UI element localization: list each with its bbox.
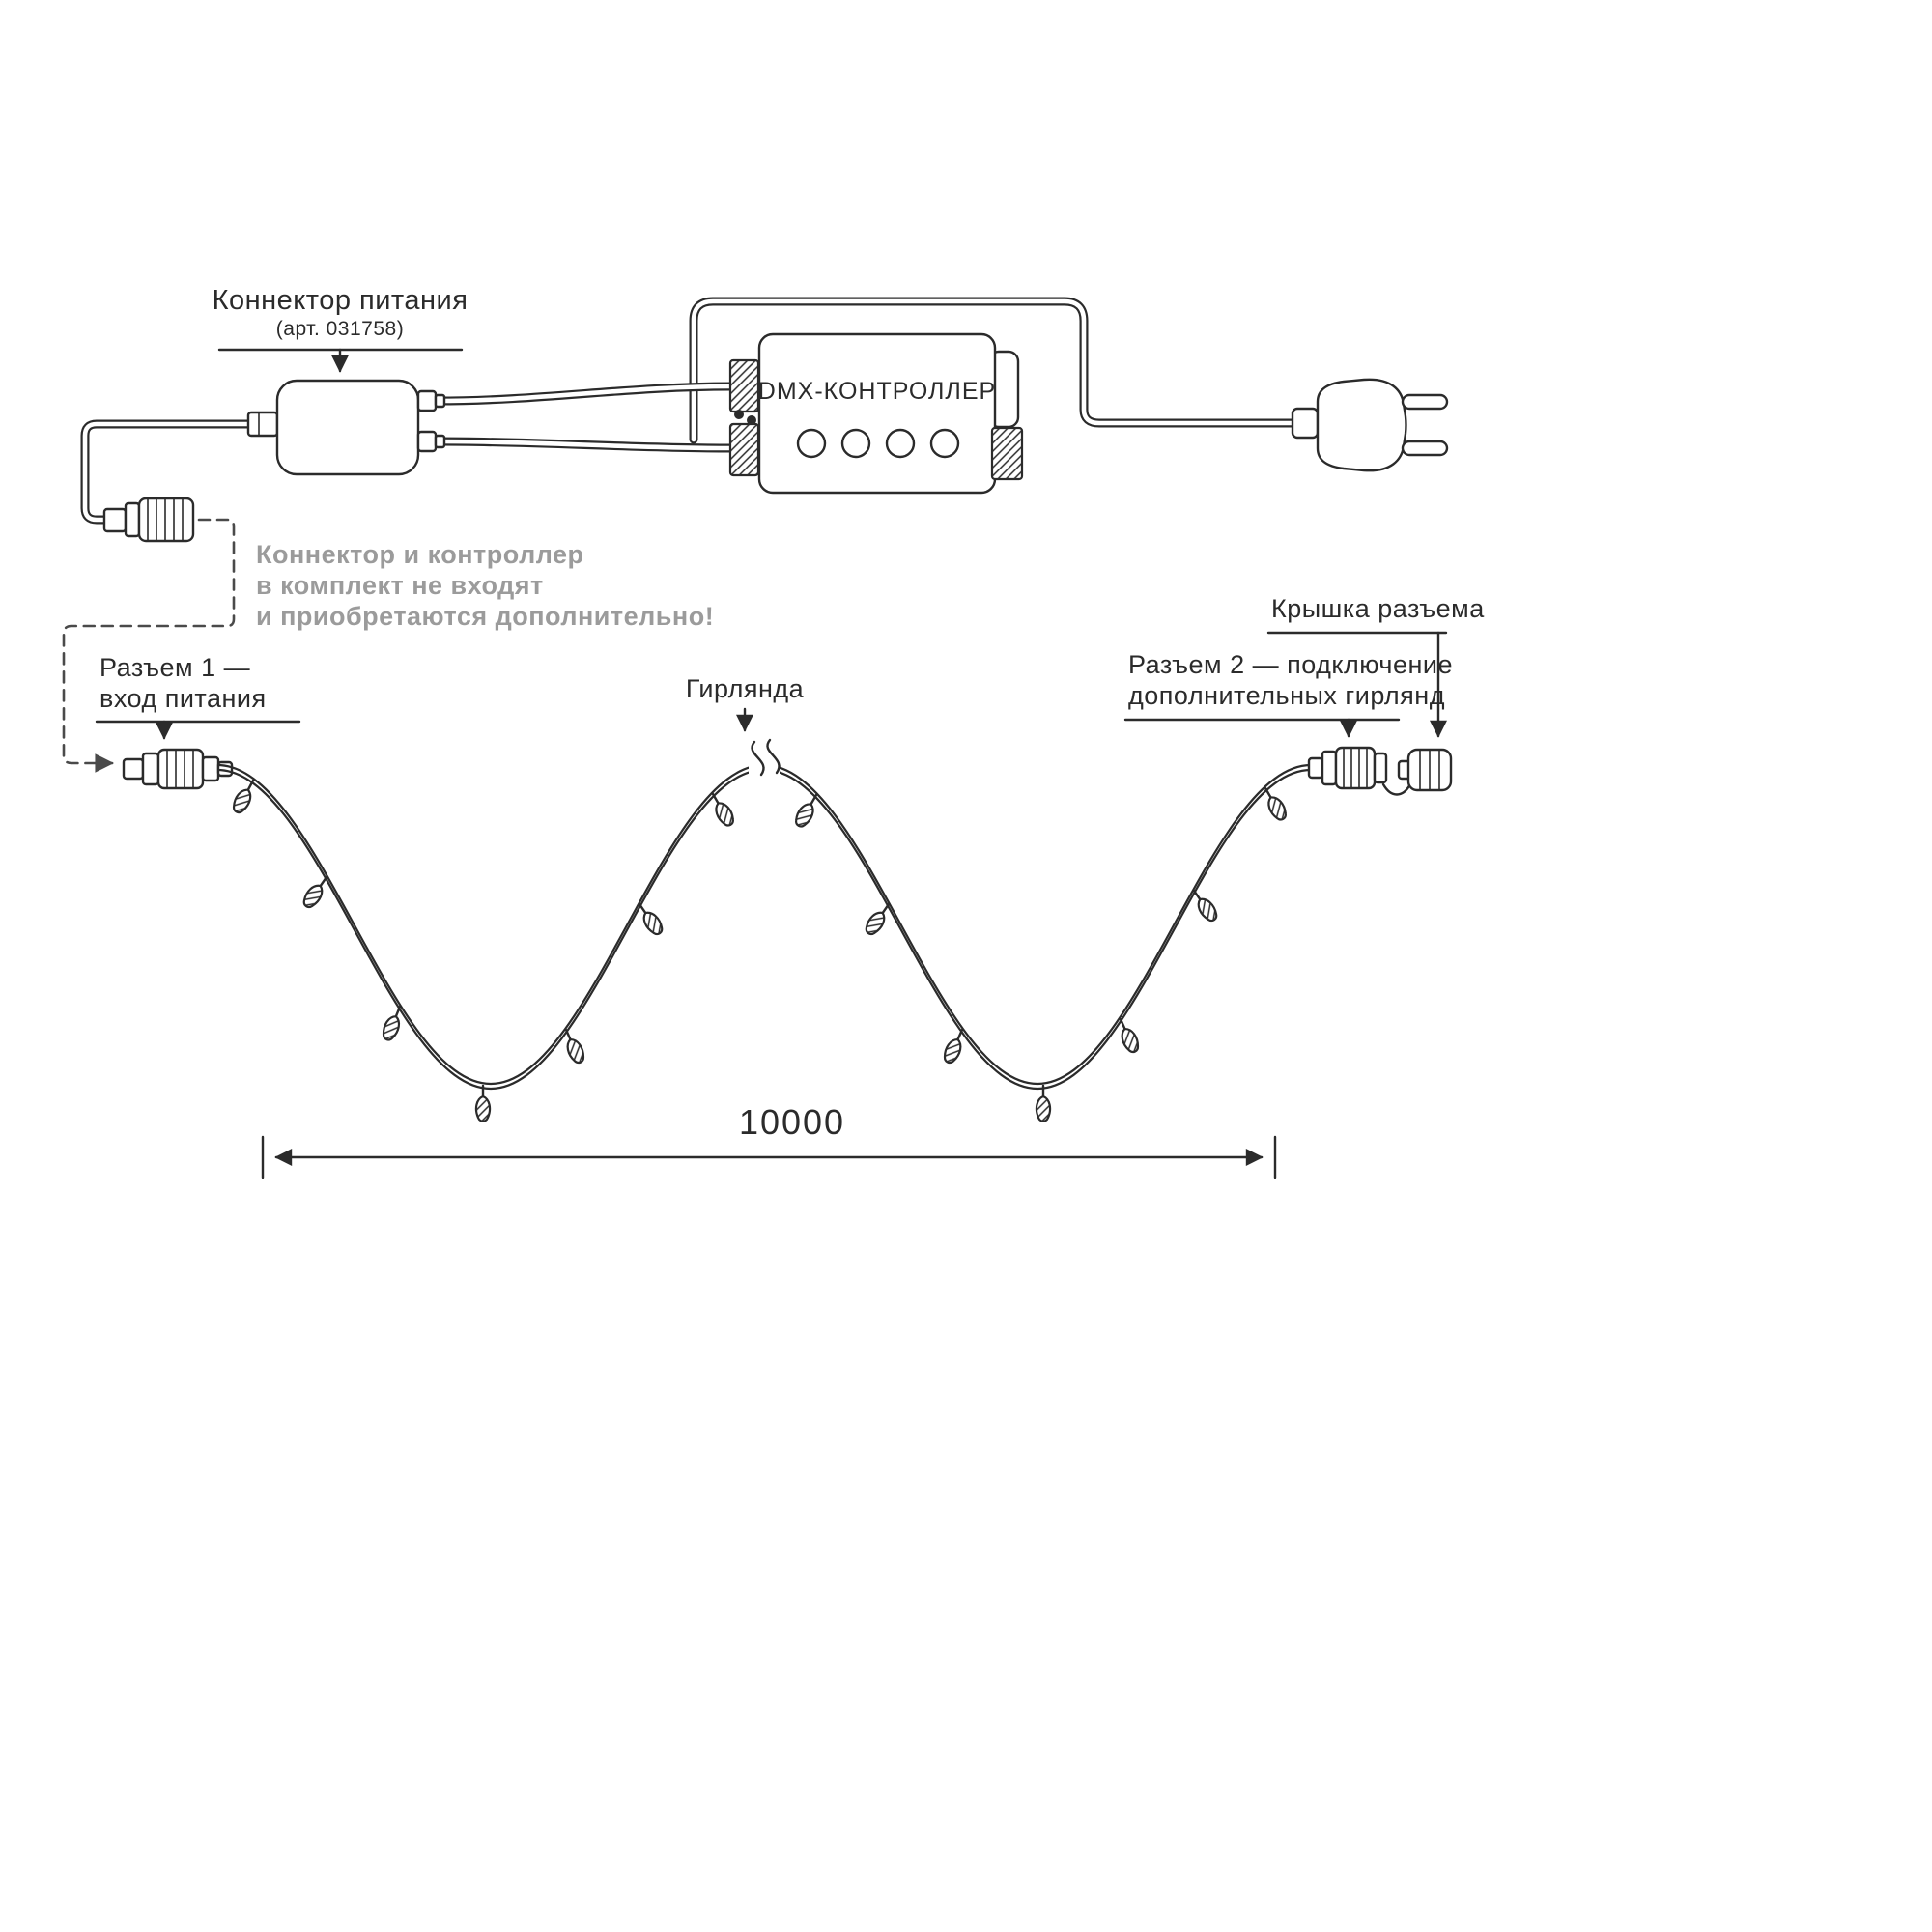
led-lamps bbox=[232, 779, 1287, 1122]
connector2-label-line2: дополнительных гирлянд bbox=[1128, 681, 1445, 710]
led-lamp bbox=[1119, 1017, 1140, 1054]
note-line-1: Коннектор и контроллер bbox=[256, 540, 584, 569]
terminal-block-bottom bbox=[728, 422, 760, 477]
controller-label: DMX-КОНТРОЛЛЕР bbox=[758, 378, 996, 405]
controller-button-3 bbox=[885, 428, 916, 459]
controller-dot-2 bbox=[747, 415, 756, 425]
led-lamp bbox=[638, 902, 664, 936]
dmx-controller: DMX-КОНТРОЛЛЕР bbox=[728, 332, 1024, 495]
garland-label: Гирлянда bbox=[686, 674, 805, 703]
power-connector-article: (арт. 031758) bbox=[276, 318, 404, 340]
connector2-callout: Разъем 2 — подключение дополнительных ги… bbox=[1123, 650, 1453, 738]
not-included-note: Коннектор и контроллер в комплект не вхо… bbox=[256, 540, 714, 631]
power-connector-label: Коннектор питания bbox=[213, 285, 469, 316]
cap-callout: Крышка разъема bbox=[1266, 594, 1485, 738]
cap-label: Крышка разъема bbox=[1271, 594, 1485, 623]
plug-pin-bottom bbox=[1401, 440, 1449, 457]
led-lamp bbox=[1192, 889, 1218, 923]
dashed-connection-route bbox=[62, 518, 236, 773]
led-lamp bbox=[232, 779, 255, 814]
power-cable-connector bbox=[102, 497, 195, 543]
controller-body bbox=[757, 332, 997, 495]
power-connector-callout: Коннектор питания (арт. 031758) bbox=[213, 285, 469, 373]
terminal-block-top bbox=[728, 358, 760, 413]
dimension-value: 10000 bbox=[739, 1102, 845, 1142]
connector1-callout: Разъем 1 — вход питания bbox=[95, 653, 301, 740]
controller-loop-wire bbox=[689, 297, 1301, 444]
connector-cap bbox=[1397, 748, 1453, 792]
garland-connector-1 bbox=[122, 748, 234, 790]
terminal-block-right bbox=[990, 426, 1024, 481]
plug-pin-top bbox=[1401, 393, 1449, 411]
led-lamp bbox=[474, 1084, 492, 1122]
led-lamp bbox=[1264, 786, 1287, 821]
led-lamp bbox=[564, 1028, 585, 1065]
cap-strap bbox=[1381, 782, 1412, 796]
controller-buttons bbox=[796, 428, 960, 459]
led-lamp bbox=[382, 1005, 402, 1041]
controller-button-1 bbox=[796, 428, 827, 459]
power-plug bbox=[1291, 378, 1449, 472]
led-lamp bbox=[1035, 1084, 1052, 1122]
power-to-controller-wires bbox=[432, 382, 736, 453]
connector1-label-line2: вход питания bbox=[99, 684, 267, 713]
power-connector-device bbox=[246, 379, 446, 476]
note-line-2: в комплект не входят bbox=[256, 571, 544, 600]
led-lamp bbox=[302, 875, 328, 909]
controller-button-4 bbox=[929, 428, 960, 459]
garland-callout: Гирлянда bbox=[686, 674, 805, 732]
controller-dot-1 bbox=[734, 410, 744, 419]
power-input-wire bbox=[80, 419, 258, 525]
led-lamp bbox=[795, 793, 818, 828]
dimension-annotation: 10000 bbox=[261, 1102, 1277, 1179]
led-lamp bbox=[943, 1028, 964, 1065]
led-lamp bbox=[865, 902, 891, 936]
controller-button-2 bbox=[840, 428, 871, 459]
connector1-label-line1: Разъем 1 — bbox=[99, 653, 250, 682]
wire-break-symbol bbox=[749, 738, 781, 778]
note-line-3: и приобретаются дополнительно! bbox=[256, 602, 714, 631]
led-lamp bbox=[711, 792, 734, 827]
connector2-label-line1: Разъем 2 — подключение bbox=[1128, 650, 1453, 679]
garland-connector-2 bbox=[1307, 746, 1453, 796]
